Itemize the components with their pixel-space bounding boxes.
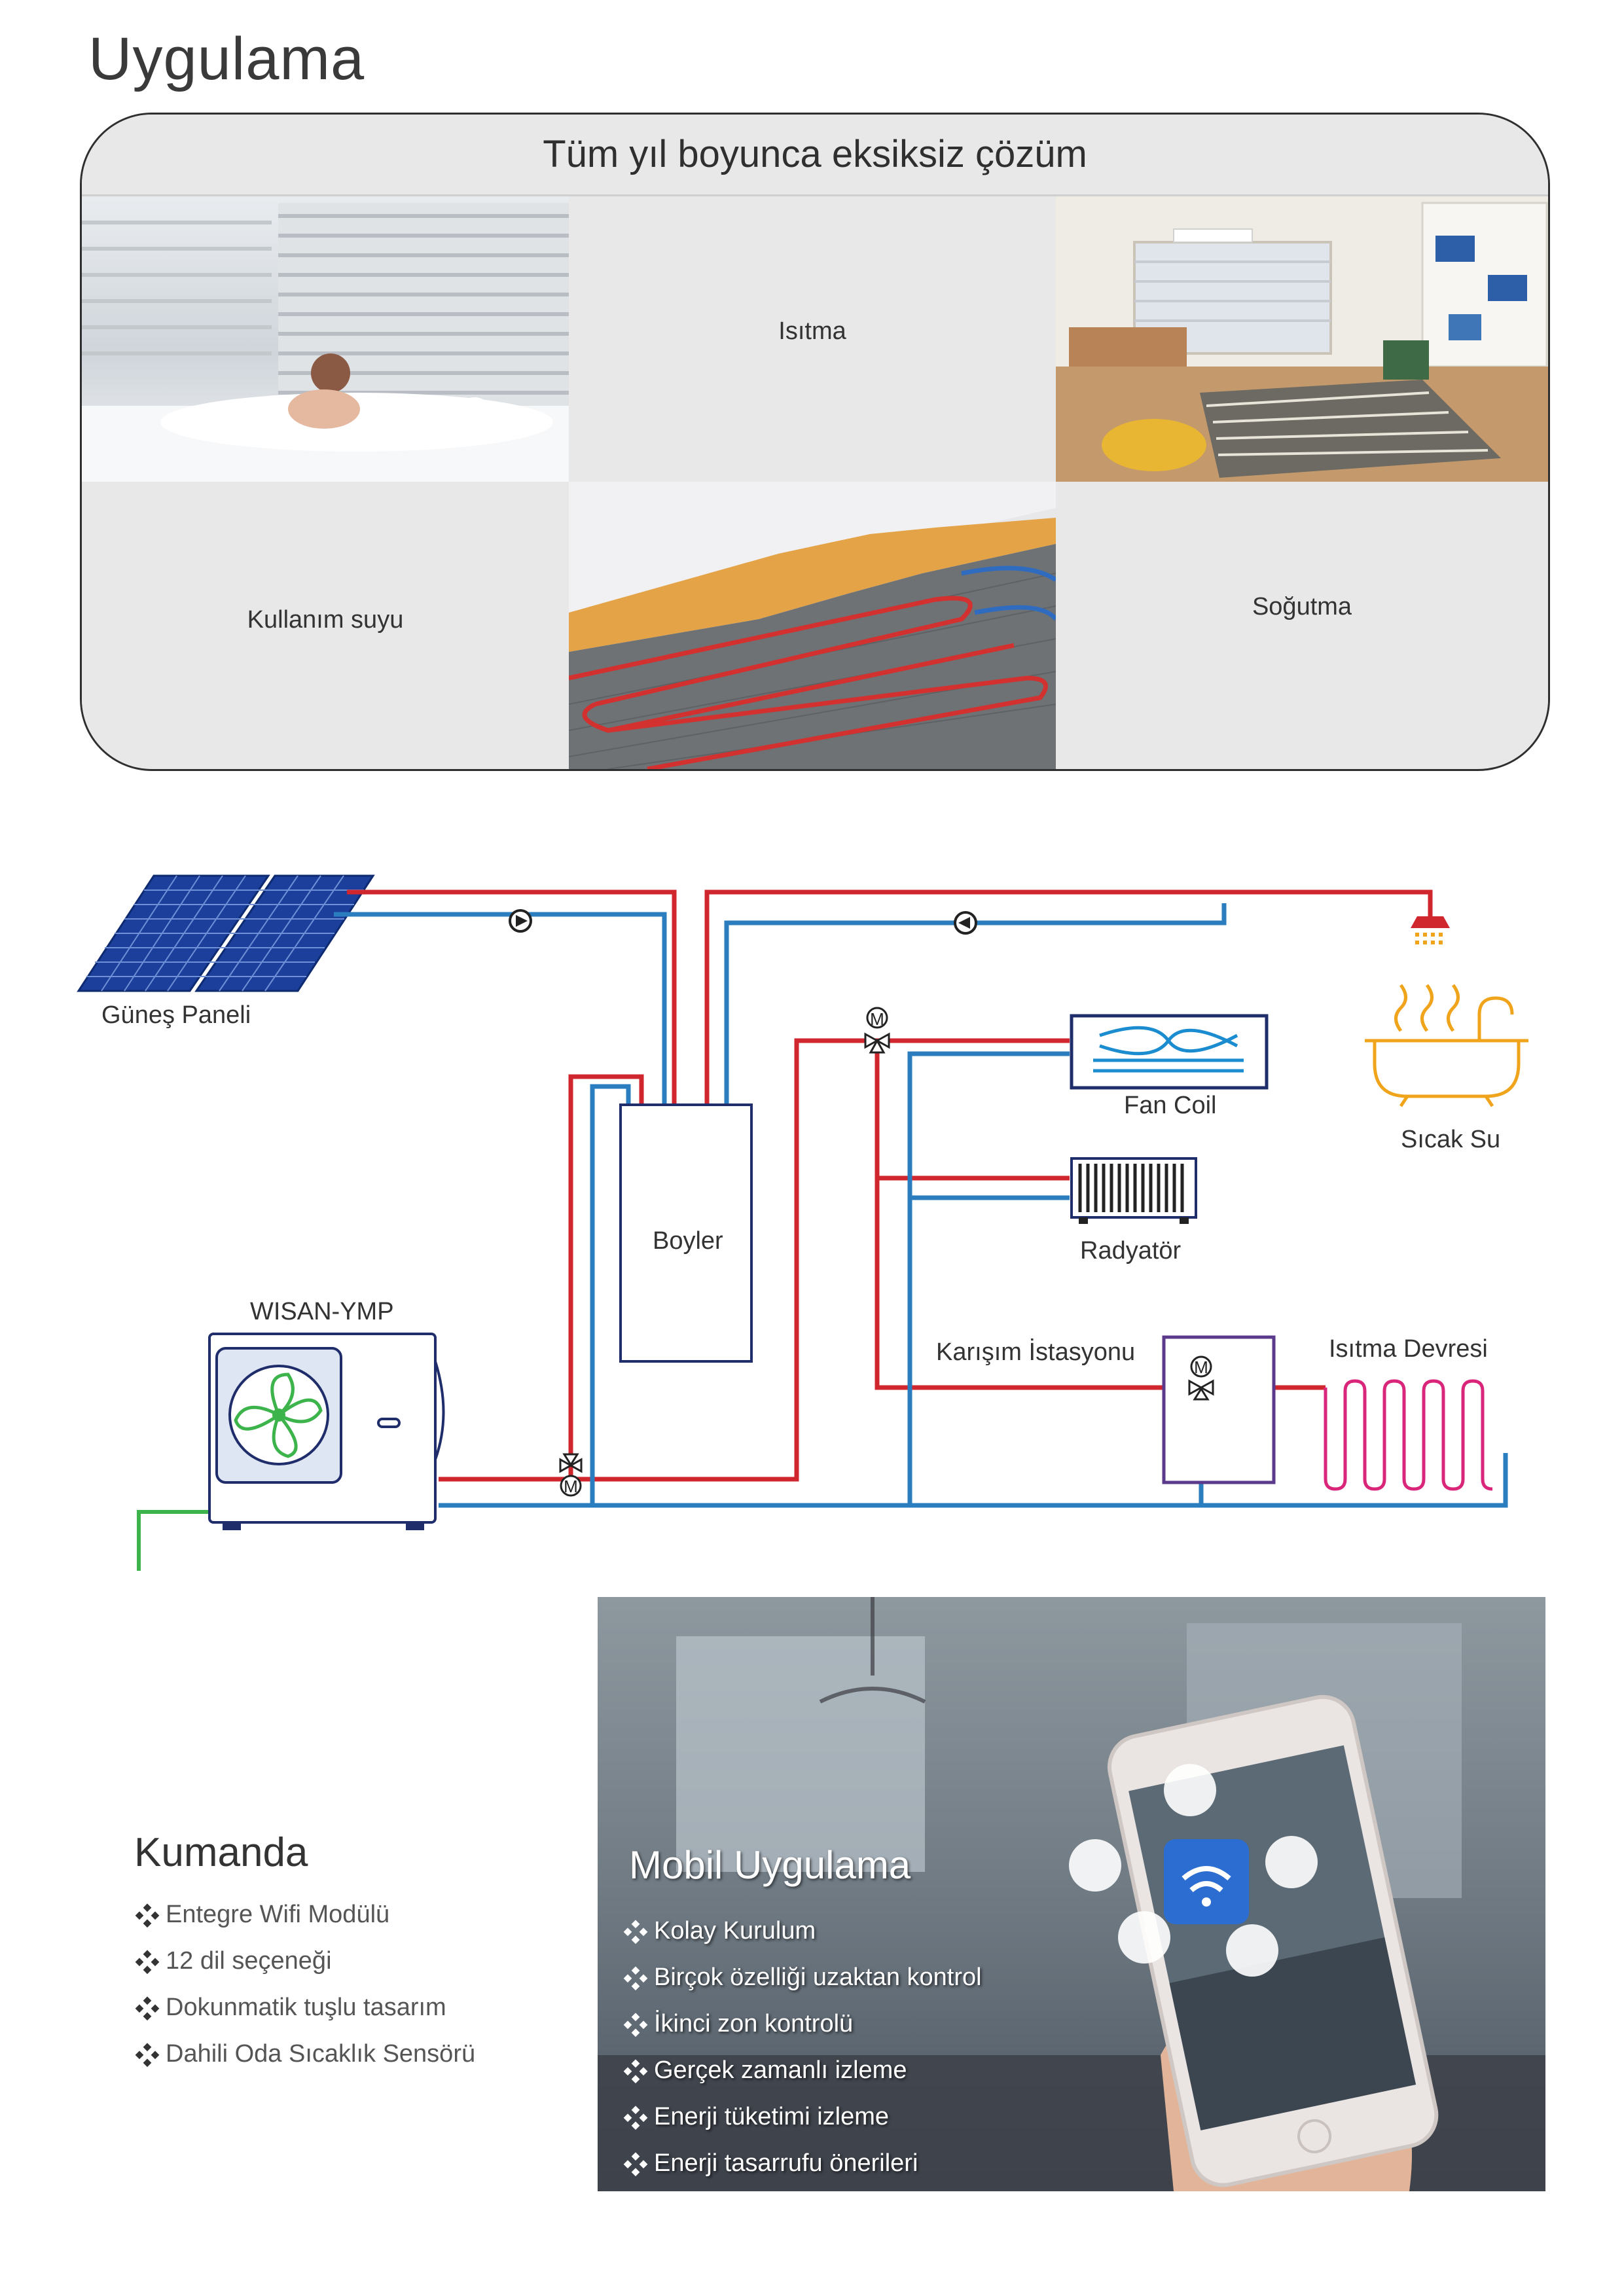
tile-heating-label: Isıtma [778, 317, 846, 345]
list-item: Dokunmatik tuşlu tasarım [134, 1984, 475, 2031]
list-item: Enerji tasarrufu önerileri [623, 2140, 982, 2187]
list-item: Birçok özelliği uzaktan kontrol [623, 1954, 982, 2001]
tile-domestic-water-label: Kullanım suyu [247, 606, 404, 634]
bullet-icon [623, 1918, 649, 1945]
list-item: Dahili Oda Sıcaklık Sensörü [134, 2031, 475, 2077]
list-item: Gerçek zamanlı izleme [623, 2047, 982, 2094]
tile-cooling: Soğutma [1056, 482, 1548, 767]
living-room-photo [1056, 196, 1548, 482]
hot-water-label: Sıcak Su [1401, 1126, 1501, 1153]
list-item: Kolay Kurulum [623, 1908, 982, 1954]
mobile-app-feature: Gerçek zamanlı izleme [654, 2056, 907, 2084]
page-title: Uygulama [88, 26, 365, 92]
three-way-valve-icon: M [864, 1007, 890, 1054]
boiler-tank [619, 1103, 753, 1363]
heating-circuit-label: Isıtma Devresi [1329, 1335, 1488, 1363]
radiator-icon [1070, 1157, 1197, 1224]
mobile-app-feature: Birçok özelliği uzaktan kontrol [654, 1964, 982, 1991]
hot-pipes [347, 889, 1433, 1482]
solar-panel-label: Güneş Paneli [101, 1001, 251, 1029]
remote-section-title: Kumanda [134, 1830, 308, 1875]
mobile-app-feature-list: Kolay Kurulum Birçok özelliği uzaktan ko… [623, 1908, 982, 2187]
underfloor-heating-photo [569, 482, 1056, 769]
mixing-station-label: Karışım İstasyonu [936, 1338, 1136, 1366]
bullet-icon [134, 1995, 160, 2021]
svg-text:M: M [564, 1477, 578, 1496]
bullet-icon [134, 1902, 160, 1928]
list-item: İkinci zon kontrolü [623, 2001, 982, 2047]
heat-pump-unit-icon [208, 1333, 445, 1530]
list-item: 12 dil seçeneği [134, 1938, 475, 1984]
mobile-app-feature: İkinci zon kontrolü [654, 2010, 854, 2037]
remote-feature-list: Entegre Wifi Modülü 12 dil seçeneği Doku… [134, 1892, 475, 2077]
radiator-label: Radyatör [1080, 1237, 1182, 1265]
remote-feature: Dahili Oda Sıcaklık Sensörü [166, 2040, 476, 2068]
svg-text:M: M [1194, 1357, 1208, 1377]
fan-coil-label: Fan Coil [1124, 1092, 1217, 1119]
bullet-icon [134, 1948, 160, 1975]
bullet-icon [623, 1965, 649, 1991]
application-panel: Tüm yıl boyunca eksiksiz çözüm [80, 113, 1550, 771]
control-line [137, 1510, 209, 1571]
bullet-icon [623, 2058, 649, 2084]
shower-head-icon [1411, 916, 1450, 944]
list-item: Enerji tüketimi izleme [623, 2094, 982, 2140]
bullet-icon [134, 2041, 160, 2068]
mobile-app-feature: Enerji tüketimi izleme [654, 2103, 889, 2130]
tile-domestic-water: Kullanım suyu [82, 482, 569, 767]
bathtub-icon [1365, 984, 1528, 1107]
solar-panel-icon [77, 874, 375, 992]
unit-model-label: WISAN-YMP [250, 1298, 394, 1325]
svg-text:M: M [870, 1009, 884, 1029]
mobile-app-photo: Mobil Uygulama Kolay Kurulum Birçok özel… [598, 1597, 1545, 2191]
list-item: Entegre Wifi Modülü [134, 1892, 475, 1938]
mixing-station-box [1162, 1335, 1276, 1484]
remote-feature: 12 dil seçeneği [166, 1947, 332, 1975]
remote-feature: Dokunmatik tuşlu tasarım [166, 1994, 446, 2021]
system-diagram: M M [77, 874, 1528, 1571]
bullet-icon [623, 2151, 649, 2177]
panel-header: Tüm yıl boyunca eksiksiz çözüm [82, 115, 1548, 196]
wifi-app-icon [1164, 1839, 1249, 1924]
mobile-app-feature: Kolay Kurulum [654, 1917, 816, 1945]
boiler-label: Boyler [653, 1227, 723, 1255]
bullet-icon [623, 2104, 649, 2130]
cold-pipes [334, 903, 1508, 1508]
pump-icon [509, 909, 532, 933]
tile-heating: Isıtma [569, 196, 1056, 482]
mobile-app-title: Mobil Uygulama [629, 1843, 911, 1887]
remote-feature: Entegre Wifi Modülü [166, 1901, 390, 1928]
three-way-valve-icon: M [1188, 1355, 1214, 1401]
heating-circuit-coil [1324, 1379, 1493, 1491]
tile-cooling-label: Soğutma [1252, 593, 1352, 620]
fan-coil-icon [1070, 1014, 1269, 1090]
bullet-icon [623, 2011, 649, 2037]
mobile-app-feature: Enerji tasarrufu önerileri [654, 2149, 918, 2177]
pump-icon [954, 911, 977, 935]
three-way-valve-icon: M [559, 1453, 583, 1497]
bathroom-photo [82, 196, 569, 482]
